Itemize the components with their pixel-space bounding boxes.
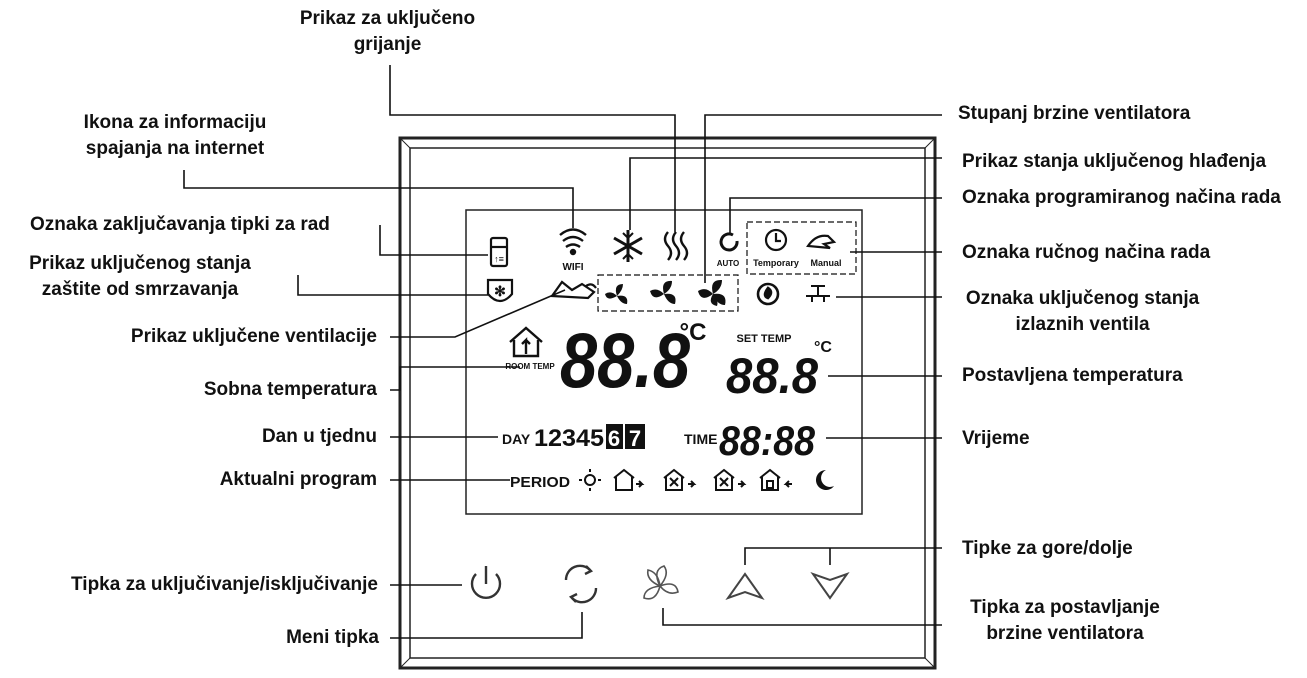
day-7-highlight	[625, 424, 645, 449]
away-home-icon	[713, 468, 747, 491]
manual-label: Manual	[810, 258, 841, 268]
clock-icon	[764, 228, 788, 252]
day-7: 7	[629, 426, 641, 451]
return-home-icon	[663, 468, 697, 491]
moon-icon	[816, 470, 834, 490]
svg-text:✻: ✻	[494, 283, 506, 299]
down-arrow-icon[interactable]	[810, 572, 850, 600]
label-internet-line2: spajanja na internet	[85, 138, 265, 159]
set-temp-value: 88.8	[726, 348, 818, 404]
lcd-screen	[465, 209, 863, 515]
day-6: 6	[608, 426, 620, 451]
hand-icon	[806, 234, 837, 250]
time-value: 88:88	[719, 417, 816, 464]
temporary-label: Temporary	[753, 258, 799, 268]
label-current-program: Aktualni program	[219, 469, 377, 490]
menu-icon[interactable]	[564, 564, 598, 604]
label-power-button: Tipka za uključivanje/isključivanje	[71, 574, 378, 595]
fan-speed-box	[597, 274, 739, 312]
label-frost-line2: zaštite od smrzavanja	[41, 279, 239, 300]
power-icon[interactable]	[470, 566, 502, 599]
day-6-highlight	[606, 424, 623, 449]
back-home-icon	[759, 468, 792, 491]
label-time: Vrijeme	[962, 428, 1030, 449]
room-house-icon	[509, 326, 543, 358]
wifi-label: WIFI	[562, 262, 583, 273]
day-numbers: 12345	[534, 425, 604, 452]
fan-auto-icon	[756, 282, 780, 306]
fan-speed-2-icon	[650, 280, 676, 304]
up-arrow-icon[interactable]	[725, 572, 765, 600]
sun-icon	[579, 469, 601, 491]
auto-label: AUTO	[717, 259, 740, 268]
day-label: DAY	[502, 431, 531, 447]
label-fan-button-line2: brzine ventilatora	[986, 623, 1144, 644]
valve-icon	[806, 285, 830, 302]
label-menu-button: Meni tipka	[286, 627, 379, 648]
wifi-icon	[559, 228, 587, 256]
label-internet-icon: Ikona za informaciju spajanja na interne…	[60, 110, 290, 162]
set-temp-unit: °C	[814, 339, 832, 356]
fan-speed-3-icon	[698, 279, 726, 306]
label-valves-line2: izlaznih ventila	[1015, 314, 1150, 335]
label-cooling: Prikaz stanja uključenog hlađenja	[962, 151, 1267, 172]
label-fan-speed: Stupanj brzine ventilatora	[958, 103, 1191, 124]
label-frost-protection: Prikaz uključenog stanja zaštite od smrz…	[20, 251, 260, 303]
heating-icon	[663, 231, 689, 261]
label-set-temp: Postavljena temperatura	[962, 365, 1183, 386]
room-temp-unit: °C	[680, 319, 707, 346]
label-room-temp: Sobna temperatura	[203, 379, 377, 400]
label-valves-line1: Oznaka uključenog stanja	[965, 288, 1200, 309]
auto-icon	[719, 232, 739, 252]
snowflake-icon	[613, 230, 643, 262]
leader-lines	[183, 65, 942, 639]
label-output-valves: Oznaka uključenog stanja izlaznih ventil…	[950, 286, 1215, 338]
label-day-of-week: Dan u tjednu	[261, 426, 377, 447]
label-key-lock: Oznaka zaključavanja tipki za rad	[30, 214, 330, 235]
label-internet-line1: Ikona za informaciju	[83, 112, 267, 133]
fan-button-icon[interactable]	[643, 565, 679, 600]
frost-icon: ✻	[486, 278, 514, 303]
label-heating-line2: grijanje	[353, 34, 422, 55]
device-frame	[398, 136, 937, 670]
label-heating-line1: Prikaz za uključeno	[299, 8, 476, 29]
room-temp-label: ROOM TEMP	[505, 362, 555, 371]
svg-text:↑≡: ↑≡	[494, 254, 504, 264]
set-temp-label: SET TEMP	[736, 333, 791, 345]
mode-box	[746, 221, 857, 275]
leave-home-icon	[613, 468, 645, 491]
period-label: PERIOD	[510, 474, 570, 491]
ventilation-icon	[549, 280, 597, 300]
key-lock-icon: ↑≡	[489, 236, 509, 268]
label-fan-speed-button: Tipka za postavljanje brzine ventilatora	[950, 595, 1180, 647]
label-manual-mode: Oznaka ručnog načina rada	[962, 242, 1211, 263]
room-temp-value: 88.8	[560, 316, 691, 404]
label-fan-button-line1: Tipka za postavljanje	[970, 597, 1160, 618]
time-label: TIME	[684, 431, 717, 447]
label-programmed-mode: Oznaka programiranog načina rada	[962, 187, 1281, 208]
label-ventilation: Prikaz uključene ventilacije	[130, 326, 377, 347]
label-up-down: Tipke za gore/dolje	[962, 538, 1133, 559]
label-frost-line1: Prikaz uključenog stanja	[29, 253, 251, 274]
fan-speed-1-icon	[605, 284, 628, 304]
label-heating: Prikaz za uključeno grijanje	[280, 6, 495, 58]
